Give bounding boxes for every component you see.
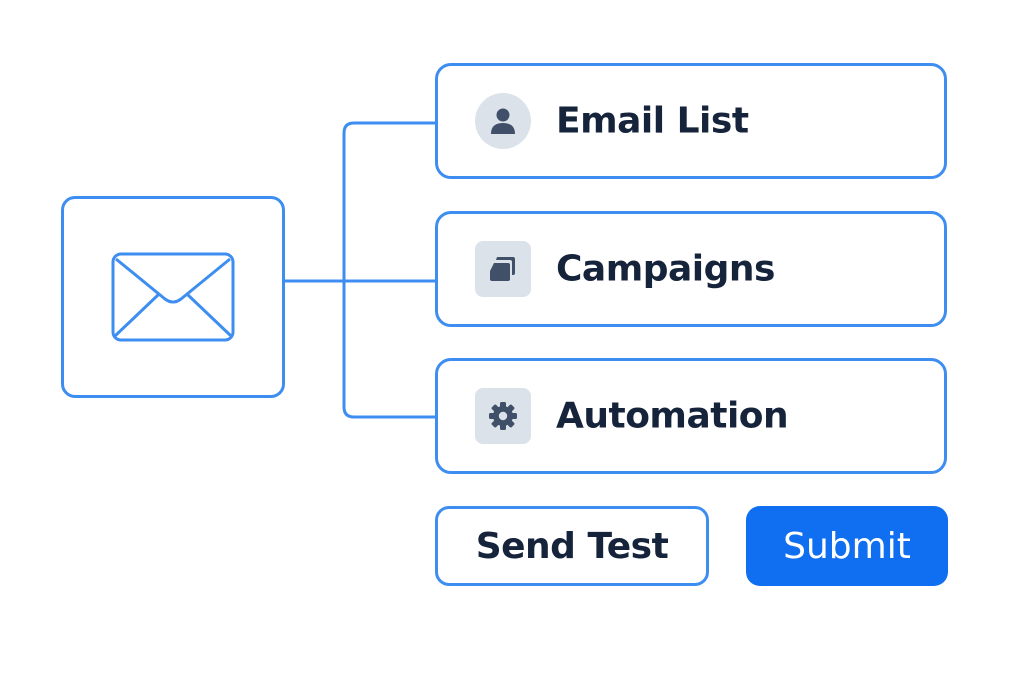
send-test-button[interactable]: Send Test (435, 506, 709, 586)
menu-item-label: Campaigns (556, 248, 775, 290)
menu-item-label: Automation (556, 395, 789, 437)
menu-item-email-list[interactable]: Email List (435, 63, 947, 179)
menu-item-campaigns[interactable]: Campaigns (435, 211, 947, 327)
menu-item-label: Email List (556, 100, 749, 142)
user-icon (475, 93, 531, 149)
mail-panel (61, 196, 285, 398)
menu-item-automation[interactable]: Automation (435, 358, 947, 474)
connector-branch (342, 121, 438, 419)
gear-icon (475, 388, 531, 444)
campaigns-icon (475, 241, 531, 297)
submit-button[interactable]: Submit (746, 506, 948, 586)
envelope-icon (111, 252, 235, 342)
